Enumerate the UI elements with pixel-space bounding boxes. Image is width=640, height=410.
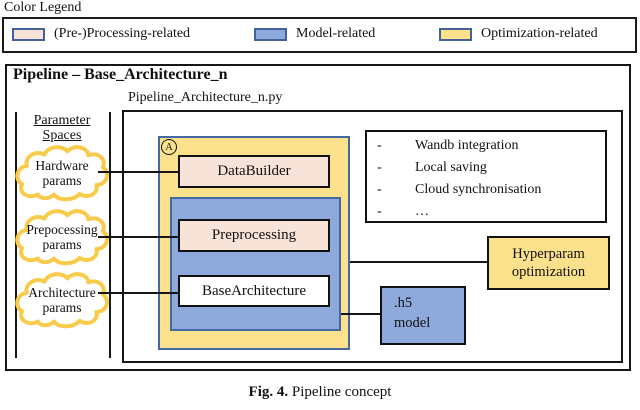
h5-label-line2: model (394, 314, 431, 331)
databuilder-block: DataBuilder (178, 155, 330, 188)
optimization-legend-label: Optimization-related (481, 26, 598, 41)
feature-row: - Cloud synchronisation (377, 180, 605, 202)
cloud-shape-icon (15, 272, 110, 329)
figure-caption: Fig. 4. Pipeline concept (0, 384, 640, 401)
cloud-label-line1: Architecture (28, 284, 96, 300)
bullet-dash: - (377, 182, 382, 197)
figure-caption-number: Fig. 4. (248, 384, 289, 400)
pipeline-title: Pipeline – Base_Architecture_n (13, 66, 228, 83)
feature-row: - Local saving (377, 158, 605, 180)
preprocessing-block: Preprocessing (178, 219, 330, 252)
feature-row: - Wandb integration (377, 136, 605, 158)
figure-caption-text: Pipeline concept (291, 384, 392, 400)
h5-model-block: .h5 model (380, 286, 466, 345)
annotation-a-marker: A (161, 139, 177, 155)
cloud-label-line2: params (42, 300, 82, 315)
model-container-box (170, 197, 341, 331)
basearchitecture-label: BaseArchitecture (201, 282, 307, 299)
bullet-dash: - (377, 204, 382, 219)
bullet-dash: - (377, 138, 382, 153)
cloud-label-line1: Hardware (35, 157, 89, 173)
feature-wandb: Wandb integration (415, 138, 519, 153)
feature-ellipsis: … (415, 204, 429, 219)
pipeline-file-label: Pipeline_Architecture_n.py (128, 90, 283, 105)
h5-label-line1: .h5 (394, 295, 413, 311)
hardware-params-cloud: Hardware params (14, 144, 110, 202)
cloud-shape-icon (15, 145, 110, 202)
cloud-label-line2: params (42, 237, 82, 252)
parameter-spaces-line2: Spaces (42, 128, 82, 144)
basearchitecture-block: BaseArchitecture (178, 275, 330, 307)
param-column-left-rule (15, 112, 17, 358)
preprocessing-label: Preprocessing (211, 227, 297, 243)
optimization-color-swatch (439, 28, 472, 41)
preprocessing-connector-line (98, 236, 178, 238)
hyperparam-connector-line (350, 261, 487, 263)
model-legend-label: Model-related (296, 26, 376, 41)
model-color-swatch (254, 28, 287, 41)
cloud-label-line1: Prepocessing (26, 221, 98, 237)
databuilder-label: DataBuilder (217, 163, 291, 179)
cloud-label-line2: params (42, 173, 82, 188)
parameter-spaces-heading: Parameter Spaces (16, 113, 108, 144)
feature-cloud-sync: Cloud synchronisation (415, 182, 542, 197)
hardware-connector-line (98, 171, 178, 173)
feature-row: - … (377, 202, 605, 224)
hyperparam-label-line2: optimization (511, 264, 586, 280)
hyperparam-label-line1: Hyperparam (512, 245, 585, 262)
processing-color-swatch (12, 28, 45, 41)
preprocessing-params-cloud: Prepocessing params (14, 208, 110, 266)
annotation-a-letter: A (165, 141, 173, 153)
feature-local-saving: Local saving (415, 160, 487, 175)
features-list-box: - Wandb integration - Local saving - Clo… (365, 130, 607, 223)
architecture-params-cloud: Architecture params (14, 271, 110, 329)
color-legend-box: (Pre-)Processing-related Model-related O… (2, 17, 637, 53)
color-legend-title: Color Legend (4, 0, 82, 15)
hyperparam-optimization-block: Hyperparam optimization (487, 236, 610, 290)
cloud-shape-icon (15, 209, 110, 266)
h5-model-connector-line (341, 313, 381, 315)
bullet-dash: - (377, 160, 382, 175)
parameter-spaces-line1: Parameter (33, 113, 91, 128)
architecture-connector-line (98, 292, 178, 294)
processing-legend-label: (Pre-)Processing-related (54, 26, 191, 41)
param-column-right-rule (109, 112, 111, 358)
